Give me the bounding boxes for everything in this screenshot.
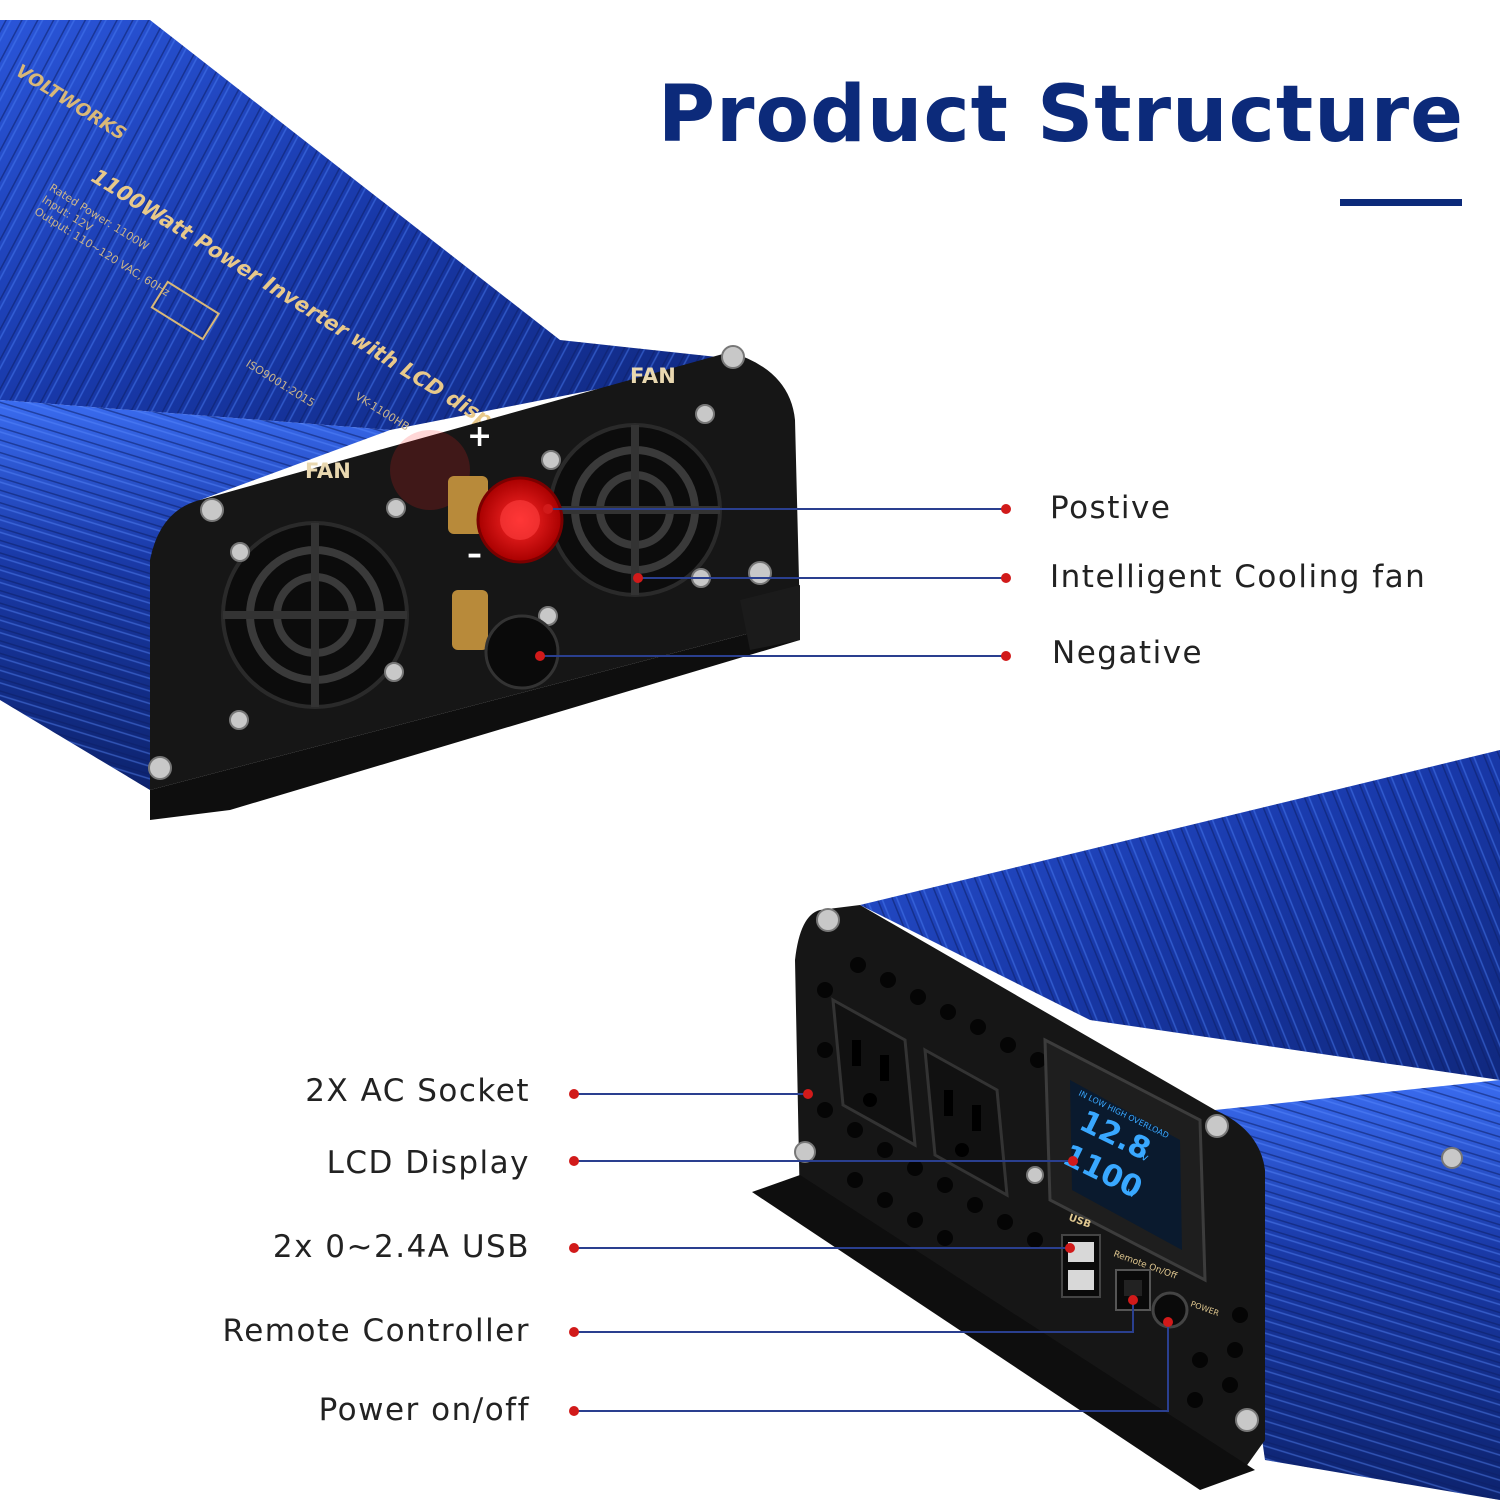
power-button-icon: POWER	[1151, 1291, 1221, 1329]
callout-ac-socket: 2X AC Socket	[305, 1073, 530, 1109]
ac-socket-right-icon	[923, 1047, 1009, 1198]
cert-badge-icon	[150, 280, 221, 341]
minus-sign: –	[467, 537, 482, 572]
callout-remote-controller: Remote Controller	[222, 1313, 530, 1349]
screw-icons	[148, 345, 772, 780]
callout-lines	[540, 508, 1169, 1412]
fan-left-label: FAN	[305, 459, 351, 483]
title-underline	[1340, 199, 1462, 206]
inverter-bottom-view: IN LOW HIGH OVERLOAD 12.8 v 1100 w USB R…	[752, 750, 1500, 1500]
callout-dots	[535, 504, 1173, 1416]
positive-terminal-icon	[390, 430, 564, 564]
fan-left-icon	[221, 521, 409, 709]
callout-lcd-display: LCD Display	[326, 1145, 530, 1181]
callout-cooling-fan: Intelligent Cooling fan	[1050, 559, 1427, 595]
inverter-top-view: VOLTWORKS 1100Watt Power Inverter with L…	[0, 20, 800, 820]
lcd-display: IN LOW HIGH OVERLOAD 12.8 v 1100 w	[1043, 1037, 1207, 1283]
ac-socket-left-icon	[831, 997, 917, 1148]
usb-ports-icon: USB	[1061, 1212, 1101, 1298]
negative-terminal-icon	[452, 590, 560, 690]
callout-power-onoff: Power on/off	[318, 1392, 530, 1428]
vent-holes	[817, 957, 1248, 1408]
screw-icons-bottom	[794, 908, 1463, 1432]
fan-right-label: FAN	[630, 364, 676, 388]
callout-positive: Postive	[1050, 490, 1172, 526]
page-title: Product Structure	[657, 70, 1464, 160]
plus-sign: +	[467, 419, 492, 454]
callout-usb: 2x 0~2.4A USB	[272, 1229, 530, 1265]
callout-negative: Negative	[1052, 635, 1204, 671]
lcd-voltage-unit: v	[1139, 1150, 1151, 1165]
